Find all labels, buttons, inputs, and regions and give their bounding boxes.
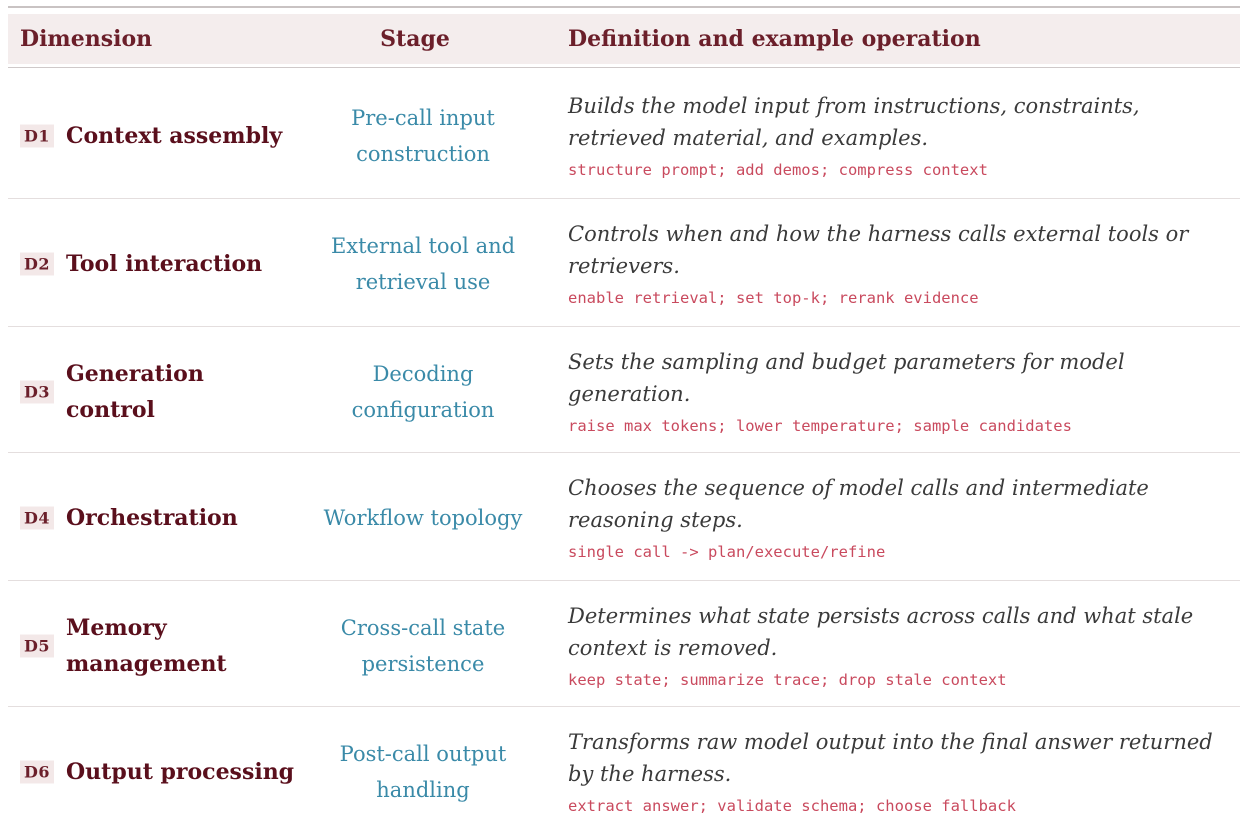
definition-text: Determines what state persists across ca… (568, 603, 1194, 660)
header-rule (8, 67, 1240, 68)
row-separator (8, 706, 1240, 707)
stage-label: Decoding configuration (351, 361, 495, 422)
row-separator (8, 198, 1240, 199)
dimension-name: Memory management (66, 614, 227, 677)
example-operation: keep state; summarize trace; drop stale … (568, 670, 1007, 689)
definition-text: Builds the model input from instructions… (568, 93, 1140, 150)
dimension-id-badge: D5 (20, 634, 55, 657)
dimension-id-badge: D2 (20, 252, 55, 275)
definition-text: Controls when and how the harness calls … (568, 221, 1189, 278)
row-separator (8, 326, 1240, 327)
table-row: D4 Orchestration Workflow topology Chooses … (8, 454, 1240, 581)
example-operation: single call -> plan/execute/refine (568, 542, 886, 561)
dimension-name: Tool interaction (66, 250, 263, 277)
header-definition: Definition and example operation (568, 26, 981, 52)
stage-label: Cross-call state persistence (340, 615, 506, 676)
header-stage: Stage (380, 26, 450, 52)
table-row: D5 Memory management Cross-call state pers… (8, 582, 1240, 709)
stage-label: Workflow topology (323, 505, 523, 530)
dimension-name: Generation control (66, 360, 204, 423)
definition-cell: Determines what state persists across ca… (568, 600, 1244, 692)
definition-text: Sets the sampling and budget parameters … (568, 349, 1125, 406)
table-header-row (8, 14, 1240, 64)
definition-cell: Chooses the sequence of model calls and … (568, 472, 1244, 564)
row-separator (8, 452, 1240, 453)
example-operation: structure prompt; add demos; compress co… (568, 160, 988, 179)
example-operation: enable retrieval; set top-k; rerank evid… (568, 288, 979, 307)
definition-cell: Sets the sampling and budget parameters … (568, 346, 1244, 438)
header-dimension: Dimension (20, 26, 153, 52)
table-row: D1 Context assembly Pre-call input constru… (8, 72, 1240, 199)
example-operation: raise max tokens; lower temperature; sam… (568, 416, 1072, 435)
stage-label: Pre-call input construction (351, 105, 495, 166)
table-row: D6 Output processing Post-call output hand… (8, 708, 1240, 835)
dimension-id-badge: D4 (20, 506, 55, 529)
dimension-name: Output processing (66, 758, 295, 785)
table-row: D3 Generation control Decoding configurati… (8, 328, 1240, 455)
table-row: D2 Tool interaction External tool and retr… (8, 200, 1240, 327)
dimension-id-badge: D3 (20, 380, 55, 403)
table-top-rule (8, 6, 1240, 8)
row-separator (8, 580, 1240, 581)
definition-cell: Builds the model input from instructions… (568, 90, 1244, 182)
dimension-id-badge: D6 (20, 760, 55, 783)
dimension-id-badge: D1 (20, 124, 55, 147)
definition-text: Chooses the sequence of model calls and … (568, 475, 1149, 532)
definition-text: Transforms raw model output into the fin… (568, 729, 1213, 786)
example-operation: extract answer; validate schema; choose … (568, 796, 1016, 815)
dimension-name: Orchestration (66, 504, 238, 531)
definition-cell: Transforms raw model output into the fin… (568, 726, 1244, 818)
stage-label: Post-call output handling (339, 741, 507, 802)
stage-label: External tool and retrieval use (330, 233, 516, 294)
definition-cell: Controls when and how the harness calls … (568, 218, 1244, 310)
dimension-name: Context assembly (66, 122, 283, 149)
